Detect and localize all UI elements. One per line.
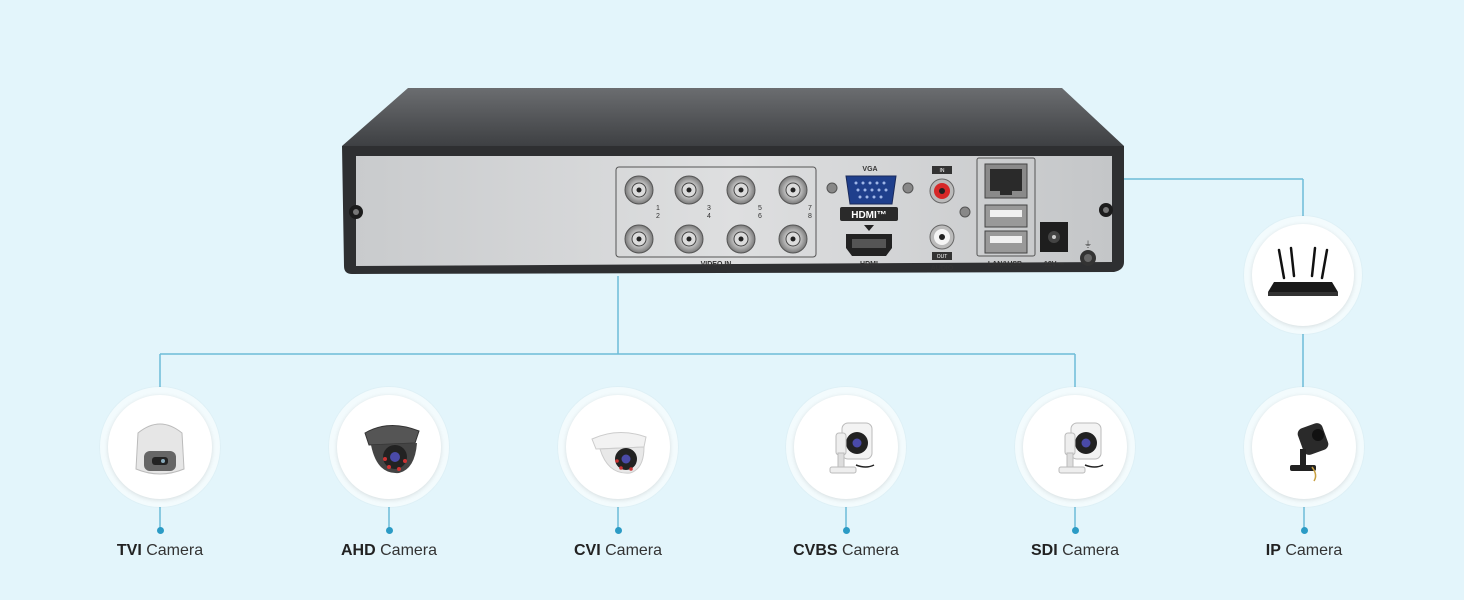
audio-out-label: OUT: [937, 254, 948, 260]
camera-label-sdi: SDI Camera: [1030, 542, 1120, 559]
connector-dot: [1072, 527, 1079, 534]
bullet-camera-icon: [1058, 422, 1104, 474]
tvi-camera-node: [100, 387, 220, 507]
connector-dot: [615, 527, 622, 534]
sdi-camera-node: [1015, 387, 1135, 507]
audio-in-label: IN: [940, 168, 945, 174]
video-in-label: VIDEO IN: [701, 261, 732, 268]
camera-label-cvbs: CVBS Camera: [793, 542, 899, 559]
cvi-camera-node: [558, 387, 678, 507]
bnc-ports: [624, 175, 808, 254]
dome-camera-white-icon: [591, 432, 647, 474]
channel-label: 8: [808, 213, 812, 220]
connector-dot: [386, 527, 393, 534]
ip-bullet-camera-icon: [1290, 423, 1329, 482]
camera-label-cvi: CVI Camera: [573, 542, 663, 559]
router-node: [1244, 216, 1362, 334]
channel-label: 7: [808, 205, 812, 212]
dome-camera-dark-icon: [364, 425, 420, 474]
camera-label-ahd: AHD Camera: [340, 542, 438, 559]
channel-label: 3: [707, 205, 711, 212]
connector-dot: [843, 527, 850, 534]
channel-label: 4: [707, 213, 711, 220]
connector-dot: [1301, 527, 1308, 534]
hdmi-label: HDMI: [860, 261, 878, 268]
power-label: 12V ⎓: [1044, 261, 1064, 268]
bullet-camera-icon: [829, 422, 875, 474]
channel-label: 2: [656, 213, 660, 220]
channel-label: 5: [758, 205, 762, 212]
channel-label: 6: [758, 213, 762, 220]
turret-camera-icon: [135, 423, 185, 475]
channel-numbers: 1 2 3 4 5 6 7 8: [656, 205, 812, 220]
lan-usb-label: LAN&USB: [988, 261, 1022, 268]
vga-label: VGA: [862, 166, 877, 173]
dvr-recorder: 1 2 3 4 5 6 7 8 VIDEO IN VGA HDMI™ HDMI: [342, 88, 1124, 274]
connector-dot: [157, 527, 164, 534]
wifi-router-icon: [1268, 246, 1338, 296]
camera-label-ip: IP Camera: [1265, 542, 1343, 559]
camera-label-tvi: TVI Camera: [116, 542, 204, 559]
ip-camera-node: [1244, 387, 1364, 507]
channel-label: 1: [656, 205, 660, 212]
ahd-camera-node: [329, 387, 449, 507]
svg-text:⏚: ⏚: [1084, 240, 1092, 249]
audio-label: AUDIO: [931, 265, 954, 272]
hdmi-badge: HDMI™: [851, 210, 887, 221]
cvbs-camera-node: [786, 387, 906, 507]
